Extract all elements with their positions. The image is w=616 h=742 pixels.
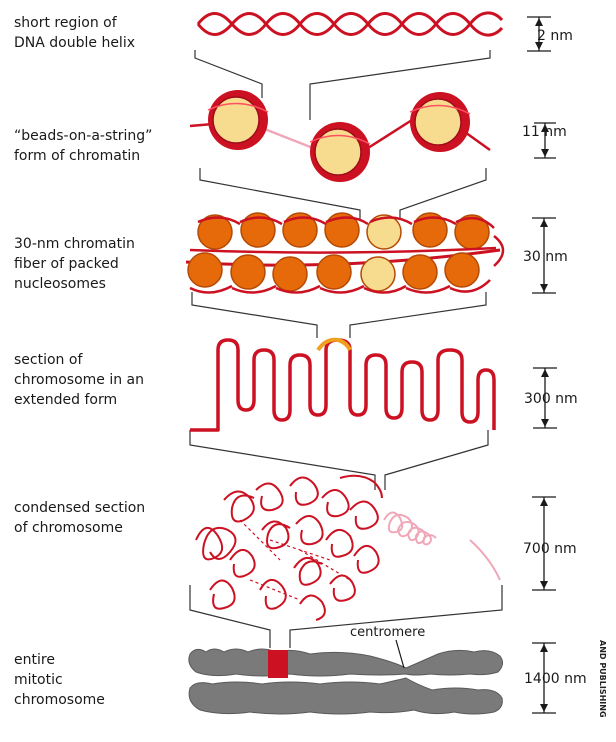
label-mitotic-line2: mitotic (14, 672, 63, 688)
nucleosome-bead-1 (207, 90, 269, 150)
scale-11nm: 11 nm (522, 124, 567, 140)
chromatid-top (188, 648, 504, 677)
scale-bar-700nm (532, 496, 556, 591)
scale-bar-30nm (532, 217, 556, 294)
mitotic-chromosome (188, 639, 504, 715)
scale-bar-11nm (534, 122, 556, 159)
nucleosome-bead-2 (309, 122, 371, 182)
beads-on-a-string (189, 90, 491, 182)
extended-chromosome-section (190, 337, 496, 432)
chromatid-bottom (188, 677, 503, 715)
label-fiber-line3: nucleosomes (14, 276, 106, 292)
label-beads-line1: “beads-on-a-string” (14, 128, 152, 144)
label-extended-line3: extended form (14, 392, 117, 408)
scale-1400nm: 1400 nm (524, 671, 587, 687)
label-extended-line1: section of (14, 352, 83, 368)
label-fiber-line2: fiber of packed (14, 256, 119, 272)
publisher-credit: AND PUBLISHING (598, 640, 607, 718)
dna-double-helix (196, 11, 504, 37)
scale-bar-300nm (533, 367, 557, 429)
condensed-chromosome-section (195, 474, 501, 621)
label-condensed-line2: of chromosome (14, 520, 123, 536)
label-dna-line2: DNA double helix (14, 35, 135, 51)
chromatin-30nm-fiber (185, 212, 505, 294)
level-labels: short region of DNA double helix “beads-… (14, 15, 152, 708)
scale-700nm: 700 nm (523, 541, 577, 557)
label-dna-line1: short region of (14, 15, 118, 31)
connector-lines (189, 50, 503, 648)
highlighted-region (268, 650, 288, 678)
scale-2nm: 2 nm (537, 28, 573, 44)
label-extended-line2: chromosome in an (14, 372, 144, 388)
scale-bar-2nm (527, 16, 551, 52)
nucleosome-bead-3 (409, 92, 471, 152)
label-mitotic-line3: chromosome (14, 692, 105, 708)
label-beads-line2: form of chromatin (14, 148, 140, 164)
label-condensed-line1: condensed section (14, 500, 145, 516)
scale-bar-1400nm (532, 642, 556, 714)
scale-30nm: 30 nm (523, 249, 568, 265)
centromere-label: centromere (350, 625, 425, 640)
label-fiber-line1: 30-nm chromatin (14, 236, 135, 252)
scale-300nm: 300 nm (524, 391, 578, 407)
scale-bars: 2 nm 11 nm 30 nm 300 nm (522, 16, 587, 714)
label-mitotic-line1: entire (14, 652, 55, 668)
